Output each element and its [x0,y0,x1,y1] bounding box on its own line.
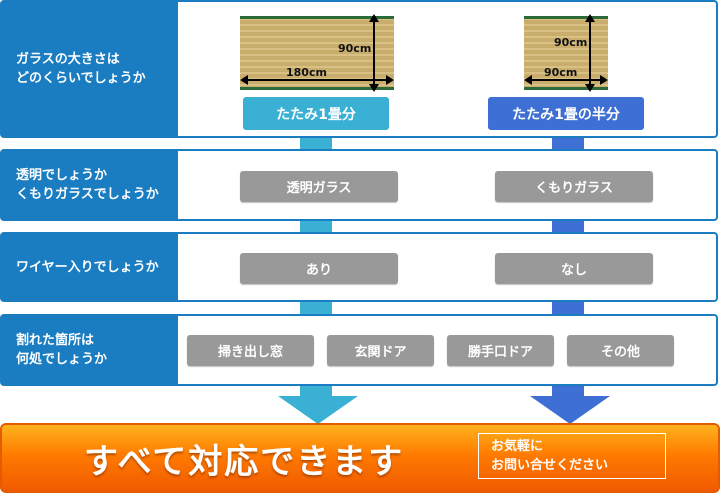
option-back-door[interactable]: 勝手口ドア [447,335,554,366]
dim-label-half-width: 90cm [544,66,577,79]
option-wire-yes[interactable]: あり [240,253,398,284]
question-row-location: 割れた箇所は 何処でしょうか 掃き出し窓 玄関ドア 勝手口ドア その他 [0,314,718,386]
option-other[interactable]: その他 [567,335,674,366]
question-label-size: ガラスの大きさは どのくらいでしょうか [2,2,178,136]
question-row-size: ガラスの大きさは どのくらいでしょうか 90cm 180cm たたみ1畳分 [0,0,718,138]
arrow-down-left-icon [278,396,358,424]
dim-label-full-height: 90cm [338,42,371,55]
cta-main-text: すべて対応できます [84,441,405,482]
option-wire-no[interactable]: なし [495,253,653,284]
question-label-location: 割れた箇所は 何処でしょうか [2,316,178,384]
size-button-full[interactable]: たたみ1畳分 [243,97,389,130]
dim-label-half-height: 90cm [554,36,587,49]
tatami-half-icon: 90cm 90cm [524,14,608,92]
option-clear-glass[interactable]: 透明ガラス [240,171,398,202]
contact-button[interactable]: お気軽に お問い合せください [478,433,666,479]
question-label-wire: ワイヤー入りでしょうか [2,234,178,300]
option-front-door[interactable]: 玄関ドア [327,335,434,366]
dim-label-full-width: 180cm [286,66,327,79]
arrow-down-right-icon [530,396,610,424]
size-button-half[interactable]: たたみ1畳の半分 [488,97,644,130]
question-row-wire: ワイヤー入りでしょうか あり なし [0,232,718,302]
tatami-full-icon: 90cm 180cm [240,14,394,92]
option-frosted-glass[interactable]: くもりガラス [495,171,653,202]
option-sliding-window[interactable]: 掃き出し窓 [187,335,314,366]
question-row-glass-type: 透明でしょうか くもりガラスでしょうか 透明ガラス くもりガラス [0,149,718,221]
question-label-glass-type: 透明でしょうか くもりガラスでしょうか [2,151,178,219]
cta-banner: すべて対応できます お気軽に お問い合せください [0,423,720,493]
